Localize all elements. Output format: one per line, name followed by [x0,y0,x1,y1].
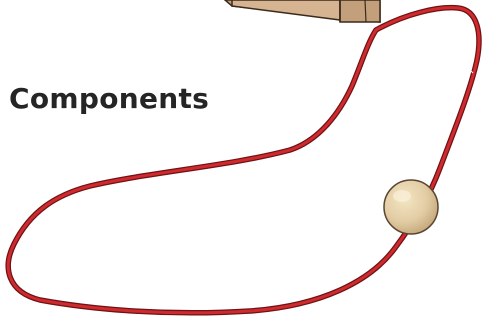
cardboard-box-icon [223,0,381,23]
string-loop-icon [5,4,482,316]
page-title: Components [9,82,210,115]
bead-icon [383,179,439,235]
